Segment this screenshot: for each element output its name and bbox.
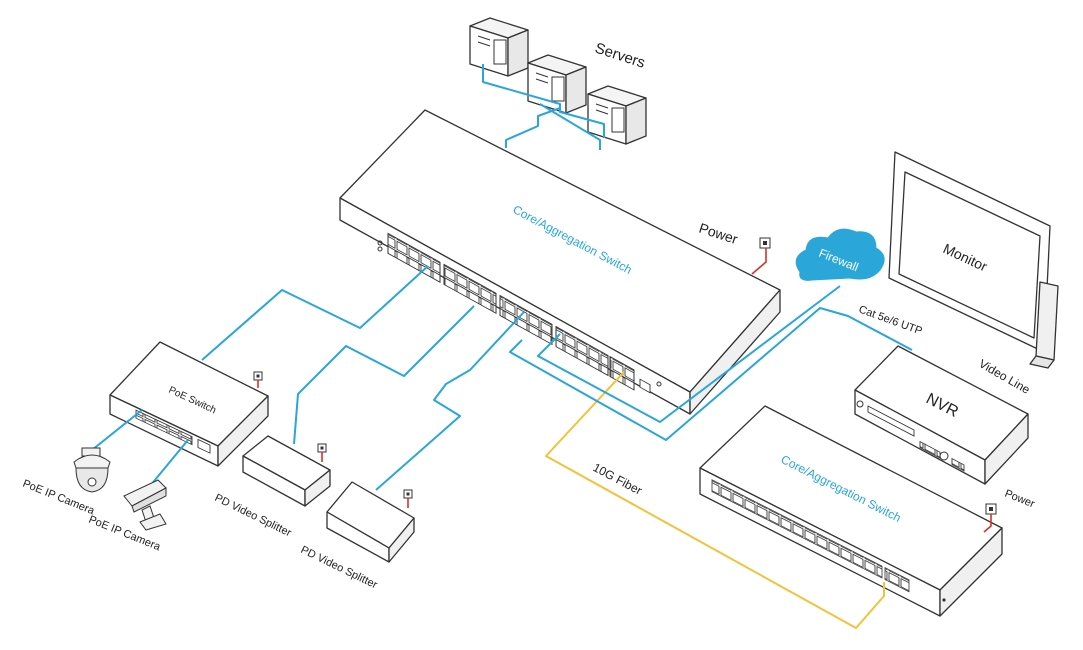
core-switch-secondary: [699, 405, 1003, 617]
core-switch-main: [339, 109, 781, 415]
lan-cable-bullet-camera: [149, 439, 189, 487]
lan-cable-firewall: [537, 285, 841, 423]
power-outlet-icon: [403, 489, 413, 499]
power-outlet-icon: [985, 503, 997, 515]
monitor: [888, 151, 1059, 369]
pd-splitter-1: [242, 435, 331, 507]
cat-cable-label: Cat 5e/6 UTP: [857, 304, 924, 338]
lan-cable-nvr: [509, 307, 913, 441]
server-cable: [539, 103, 601, 150]
power-outlet-icon: [253, 371, 263, 381]
power-bottom-label: Power: [1003, 488, 1037, 511]
pd-splitter-1-label: PD Video Splitter: [213, 492, 294, 540]
lan-cable-splitter-1: [293, 305, 475, 445]
lan-cable-splitter-2: [375, 311, 525, 491]
nvr: [854, 345, 1029, 485]
pd-splitter-2: [326, 481, 415, 563]
server-icon: [587, 85, 647, 145]
server-icon: [527, 54, 587, 114]
power-outlet-icon: [759, 237, 771, 249]
lan-cable-dome-camera: [91, 409, 143, 451]
power-cable-top: [751, 248, 767, 275]
power-cable-bottom: [983, 514, 992, 533]
server-icon: [469, 17, 529, 77]
fiber-label: 10G Fiber: [591, 460, 645, 497]
power-outlet-icon: [317, 443, 327, 453]
pd-splitter-2-label: PD Video Splitter: [299, 544, 380, 592]
lan-cable-poe-switch: [201, 265, 429, 361]
bullet-camera-icon: [123, 479, 167, 531]
cloud-icon: [795, 228, 885, 281]
fiber-cable: [545, 371, 885, 629]
power-top-label: Power: [697, 220, 740, 248]
server-cable: [482, 64, 605, 148]
servers-label: Servers: [593, 40, 647, 72]
dome-camera-icon: [73, 447, 111, 493]
